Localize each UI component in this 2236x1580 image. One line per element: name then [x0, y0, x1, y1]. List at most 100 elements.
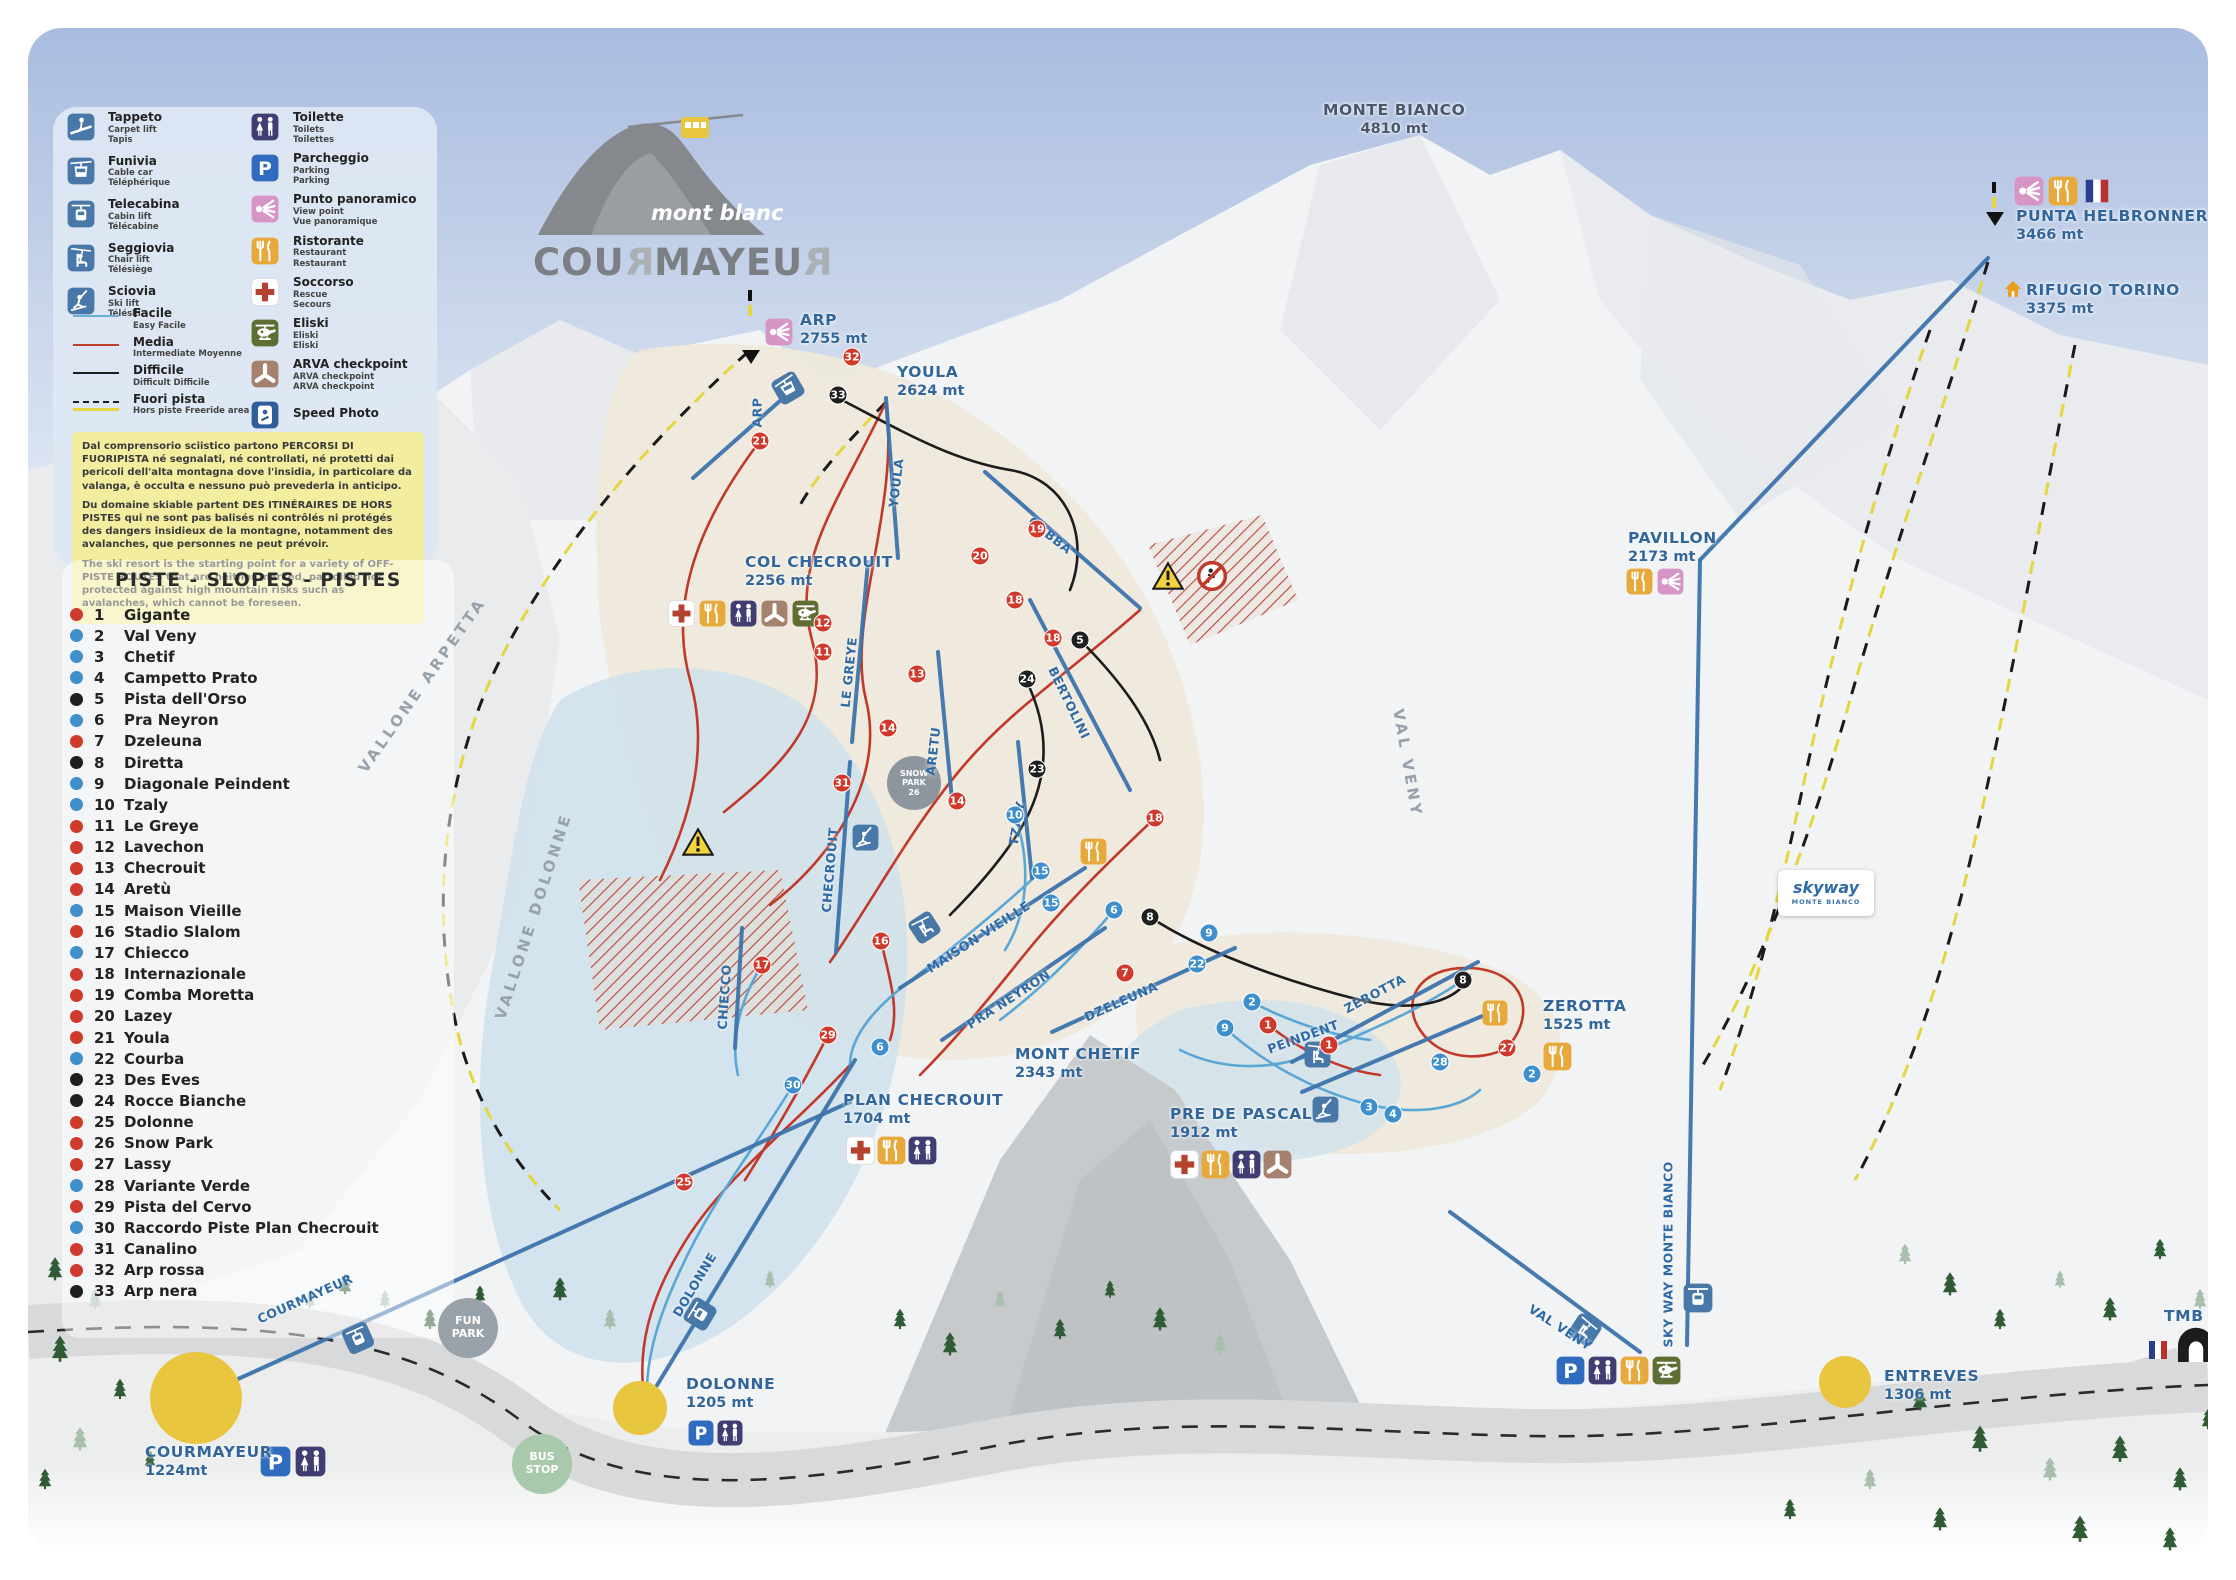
lift-label-maison-vieille: MAISON VIEILLE — [923, 897, 1033, 976]
piste-name: Checrouit — [124, 859, 206, 878]
piste-number: 23 — [94, 1070, 115, 1089]
legend-name: Speed Photo — [293, 406, 379, 421]
place-name: COURMAYEUR — [145, 1443, 273, 1461]
piste-number: 10 — [94, 795, 115, 814]
legend-sub: Toilets — [293, 124, 325, 135]
restaurant-icon — [1201, 1150, 1230, 1179]
legend-sub: Ski lift — [108, 298, 140, 309]
piste-marker-21: 21 — [750, 431, 770, 451]
parking-icon: P — [260, 1446, 291, 1477]
gondola-icon — [340, 1320, 377, 1357]
piste-marker-8: 8 — [1140, 907, 1160, 927]
dash-yellow — [748, 305, 752, 316]
piste-name: Dzeleuna — [124, 732, 203, 751]
tree-icon — [942, 1332, 958, 1356]
place-name: PLAN CHECROUIT — [843, 1091, 1004, 1109]
piste-marker-19: 19 — [1027, 519, 1047, 539]
legend-sub: Parking — [293, 176, 330, 187]
piste-number: 24 — [94, 1091, 115, 1110]
piste-number: 31 — [94, 1240, 115, 1258]
restaurant-icon — [877, 1136, 906, 1165]
piste-number: 26 — [94, 1134, 115, 1153]
lift-line — [643, 1058, 857, 1407]
tree-icon — [2172, 1467, 2188, 1491]
piste-name: Chetif — [124, 647, 175, 666]
tree-icon — [552, 1277, 568, 1301]
restaurant-icon — [1080, 838, 1107, 865]
skilift-legend-icon — [67, 287, 95, 315]
piste-level-dot — [70, 840, 83, 854]
logo-wordmark: COURMAYEUR — [533, 241, 833, 284]
piste-number: 2 — [94, 626, 105, 645]
piste-red — [768, 400, 890, 907]
piste-name: Lazey — [124, 1007, 173, 1026]
legend-sub: Eliski — [293, 340, 319, 351]
restaurant-icon — [2048, 176, 2078, 206]
legend-name: Telecabina — [108, 197, 180, 211]
piste-marker-12: 12 — [813, 613, 833, 633]
tree-icon — [2102, 1297, 2118, 1321]
piste-level-dot — [70, 1221, 83, 1235]
legend-name: Soccorso — [293, 274, 354, 289]
piste-level-dot — [70, 904, 83, 918]
piste-name: Arp rossa — [124, 1261, 205, 1280]
legend-name: Facile — [133, 306, 173, 320]
piste-name: Comba Moretta — [124, 986, 255, 1005]
svg-text:P: P — [695, 1425, 708, 1445]
legend-name: Fuori pista — [133, 391, 206, 406]
piste-marker-15: 15 — [1031, 861, 1051, 881]
toilets-icon — [1588, 1356, 1617, 1385]
skyway-logo-text: skyway — [1792, 878, 1860, 897]
piste-marker-2: 2 — [1522, 1064, 1542, 1084]
piste-marker-29: 29 — [818, 1025, 838, 1045]
place-name: RIFUGIO TORINO — [2026, 281, 2180, 299]
legend-name: Parcheggio — [293, 151, 369, 166]
legend-sub: Restaurant — [293, 248, 347, 259]
carpet-legend-icon — [67, 113, 95, 141]
piste-number: 3 — [94, 647, 105, 666]
lift-label-val-veny: VAL VENY — [1389, 707, 1427, 820]
tree-icon — [338, 1273, 352, 1295]
skilift-icon — [1312, 1096, 1339, 1123]
piste-marker-18: 18 — [1145, 808, 1165, 828]
svg-text:P: P — [258, 159, 272, 180]
piste-marker-28: 28 — [1430, 1052, 1450, 1072]
lift-line — [1685, 558, 1702, 1347]
freeride-route — [798, 400, 888, 506]
routes-art — [28, 256, 2208, 1551]
piste-name: Arp nera — [124, 1282, 198, 1301]
arrow-down-icon — [1986, 212, 2004, 226]
logo-mont-blanc: mont blanc — [651, 201, 784, 225]
piste-number: 33 — [94, 1282, 115, 1301]
legend-sub: Téléphérique — [108, 178, 171, 189]
toilets-icon — [1232, 1150, 1261, 1179]
piste-marker-16: 16 — [871, 931, 891, 951]
freeride-route — [1718, 329, 1932, 1091]
piste-number: 11 — [94, 817, 115, 835]
lift-line — [884, 396, 900, 560]
tree-icon — [1942, 1272, 1958, 1296]
legend-name: Ristorante — [293, 233, 364, 248]
tree-icon — [893, 1308, 907, 1330]
piste-level-dot — [70, 988, 83, 1002]
piste-blue — [1250, 1000, 1372, 1042]
piste-number: 29 — [94, 1197, 115, 1216]
piste-level-dot — [70, 1179, 83, 1193]
piste-marker-7: 7 — [1115, 963, 1135, 983]
